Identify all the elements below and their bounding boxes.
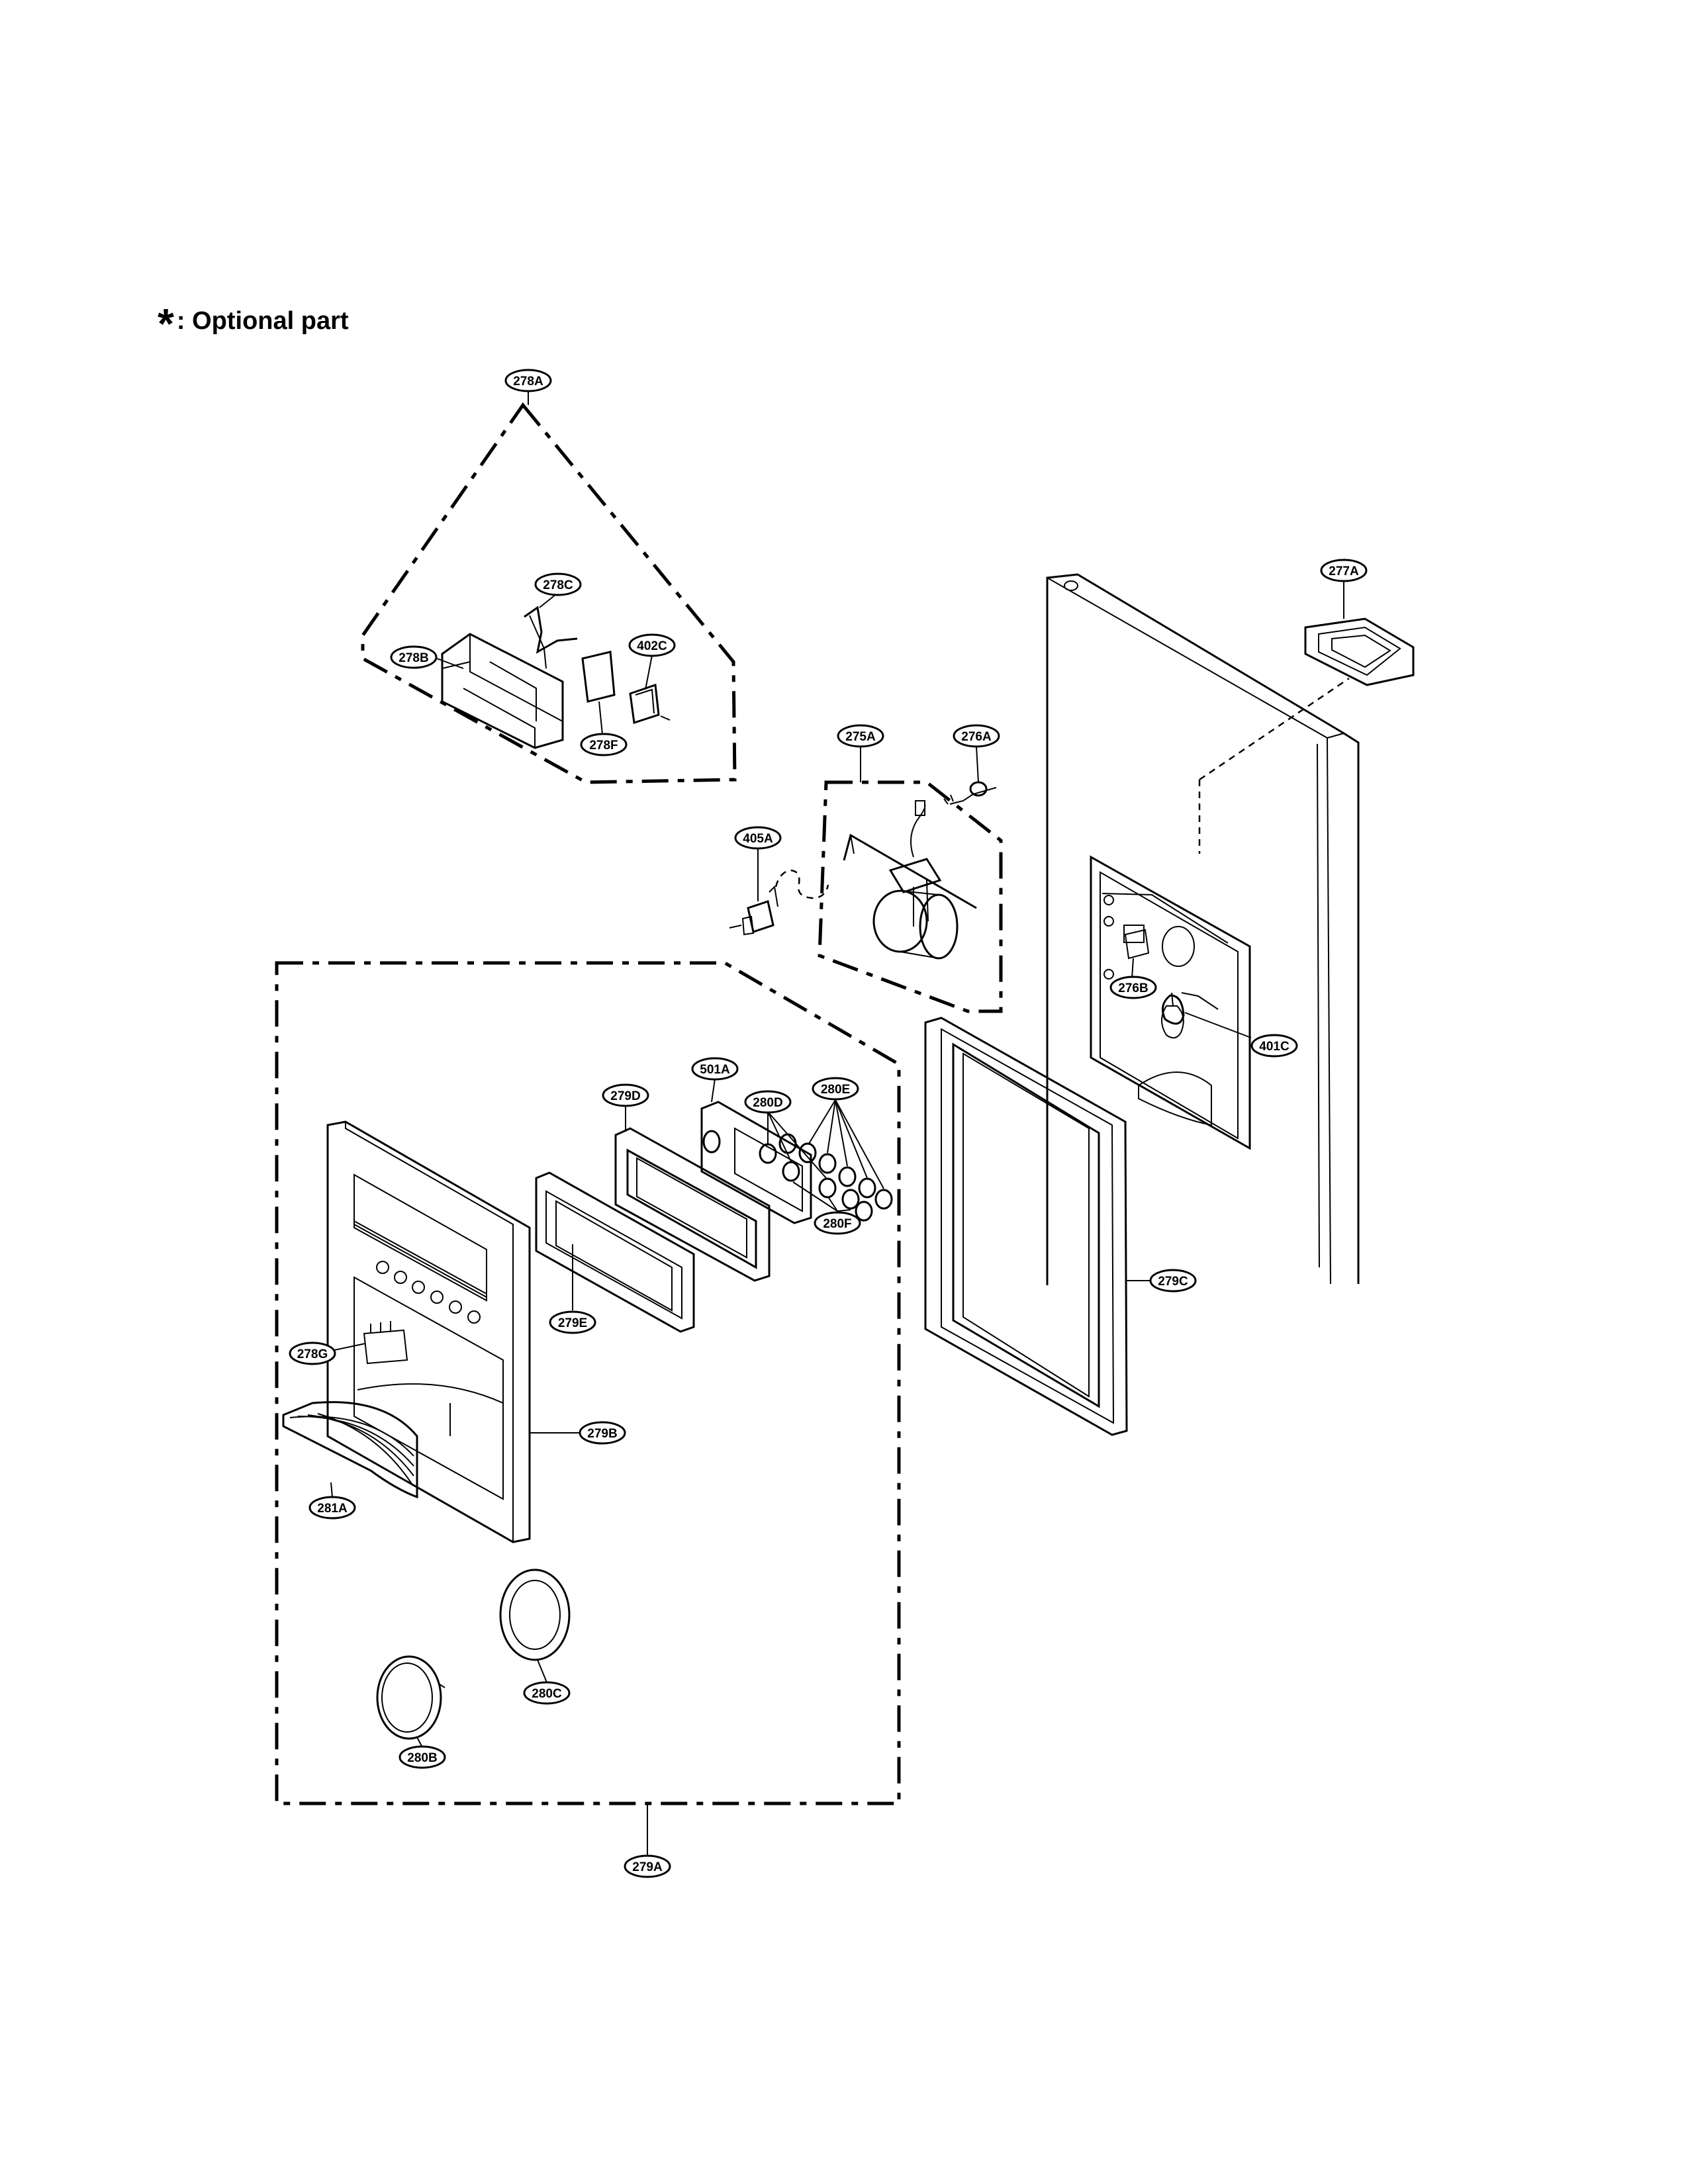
part-280-buttons — [759, 1133, 893, 1222]
part-label-279B: 279B — [579, 1421, 626, 1445]
part-label-278C: 278C — [534, 572, 582, 596]
part-278F-plate — [581, 651, 616, 703]
part-label-276A-text: 276A — [961, 730, 992, 744]
part-label-280E-text: 280E — [821, 1083, 850, 1097]
part-label-280E: 280E — [812, 1077, 859, 1101]
group-279A-boundary — [275, 961, 901, 1805]
part-280C-ring — [499, 1569, 571, 1661]
part-label-279A-text: 279A — [632, 1860, 663, 1874]
leader-lines — [330, 390, 1344, 1856]
part-label-276B-text: 276B — [1118, 981, 1148, 995]
part-label-402C: 402C — [628, 633, 676, 657]
part-label-501A: 501A — [691, 1057, 739, 1081]
part-label-278B-text: 278B — [399, 651, 428, 665]
part-label-281A: 281A — [308, 1496, 356, 1520]
part-281A-tray — [282, 1401, 418, 1499]
part-label-275A-text: 275A — [845, 730, 876, 744]
part-label-278F: 278F — [580, 733, 628, 756]
part-label-280B: 280B — [399, 1745, 446, 1769]
part-label-276B: 276B — [1109, 976, 1157, 999]
part-275A-actuator — [843, 800, 977, 960]
part-278C-lever — [524, 606, 578, 669]
part-label-281A-text: 281A — [317, 1502, 348, 1516]
dispenser-recess — [1090, 855, 1251, 1150]
part-405A-valve — [729, 869, 829, 936]
part-label-280C-text: 280C — [532, 1687, 562, 1701]
group-278A-boundary — [361, 402, 737, 784]
part-label-279D: 279D — [602, 1083, 649, 1107]
part-label-501A-text: 501A — [700, 1063, 730, 1077]
part-label-275A: 275A — [837, 724, 884, 748]
refrigerator-door — [1046, 573, 1360, 1285]
part-label-402C-text: 402C — [637, 639, 667, 653]
part-label-278A: 278A — [504, 369, 552, 392]
part-label-280B-text: 280B — [407, 1751, 437, 1765]
part-label-401C-text: 401C — [1259, 1040, 1289, 1054]
part-label-279B-text: 279B — [587, 1427, 617, 1441]
part-label-278F-text: 278F — [589, 739, 618, 752]
part-label-278G-text: 278G — [297, 1347, 328, 1361]
part-label-279C-text: 279C — [1158, 1275, 1188, 1289]
part-279E-frame — [535, 1171, 695, 1333]
part-label-279D-text: 279D — [610, 1089, 640, 1103]
part-label-279E-text: 279E — [558, 1316, 587, 1330]
part-278B-housing — [441, 633, 564, 749]
part-label-280F: 280F — [814, 1211, 861, 1235]
part-279D-frame — [614, 1127, 771, 1282]
part-label-280F-text: 280F — [823, 1217, 851, 1231]
part-402C-switch — [629, 683, 671, 724]
part-279C-frame — [924, 1017, 1128, 1436]
part-label-280C: 280C — [523, 1681, 571, 1705]
part-label-279E: 279E — [549, 1310, 596, 1334]
part-label-278A-text: 278A — [513, 375, 543, 388]
part-279B-panel — [326, 1120, 531, 1543]
part-label-401C: 401C — [1250, 1034, 1298, 1058]
part-label-405A-text: 405A — [743, 832, 773, 846]
part-501A-display — [700, 1101, 812, 1224]
legend-text: : Optional part — [176, 307, 349, 335]
part-label-279C: 279C — [1149, 1269, 1197, 1293]
optional-part-legend: *: Optional part — [158, 299, 349, 348]
part-label-276A: 276A — [953, 724, 1000, 748]
asterisk-symbol: * — [158, 300, 174, 347]
part-label-280D: 280D — [744, 1090, 792, 1114]
part-280B-lens — [376, 1655, 445, 1740]
part-label-280D-text: 280D — [753, 1096, 782, 1110]
group-275A-boundary — [818, 780, 1003, 1013]
part-401C-lamp — [1161, 994, 1185, 1025]
part-label-278G: 278G — [289, 1342, 336, 1365]
part-label-277A-text: 277A — [1329, 565, 1359, 578]
part-label-405A: 405A — [734, 826, 782, 850]
part-277A — [1304, 617, 1415, 686]
part-label-279A: 279A — [624, 1854, 671, 1878]
part-276A-spring — [943, 781, 997, 805]
part-label-277A: 277A — [1320, 559, 1368, 582]
part-label-278B: 278B — [390, 645, 438, 669]
part-276B-bracket — [1124, 929, 1150, 960]
part-label-278C-text: 278C — [543, 578, 573, 592]
